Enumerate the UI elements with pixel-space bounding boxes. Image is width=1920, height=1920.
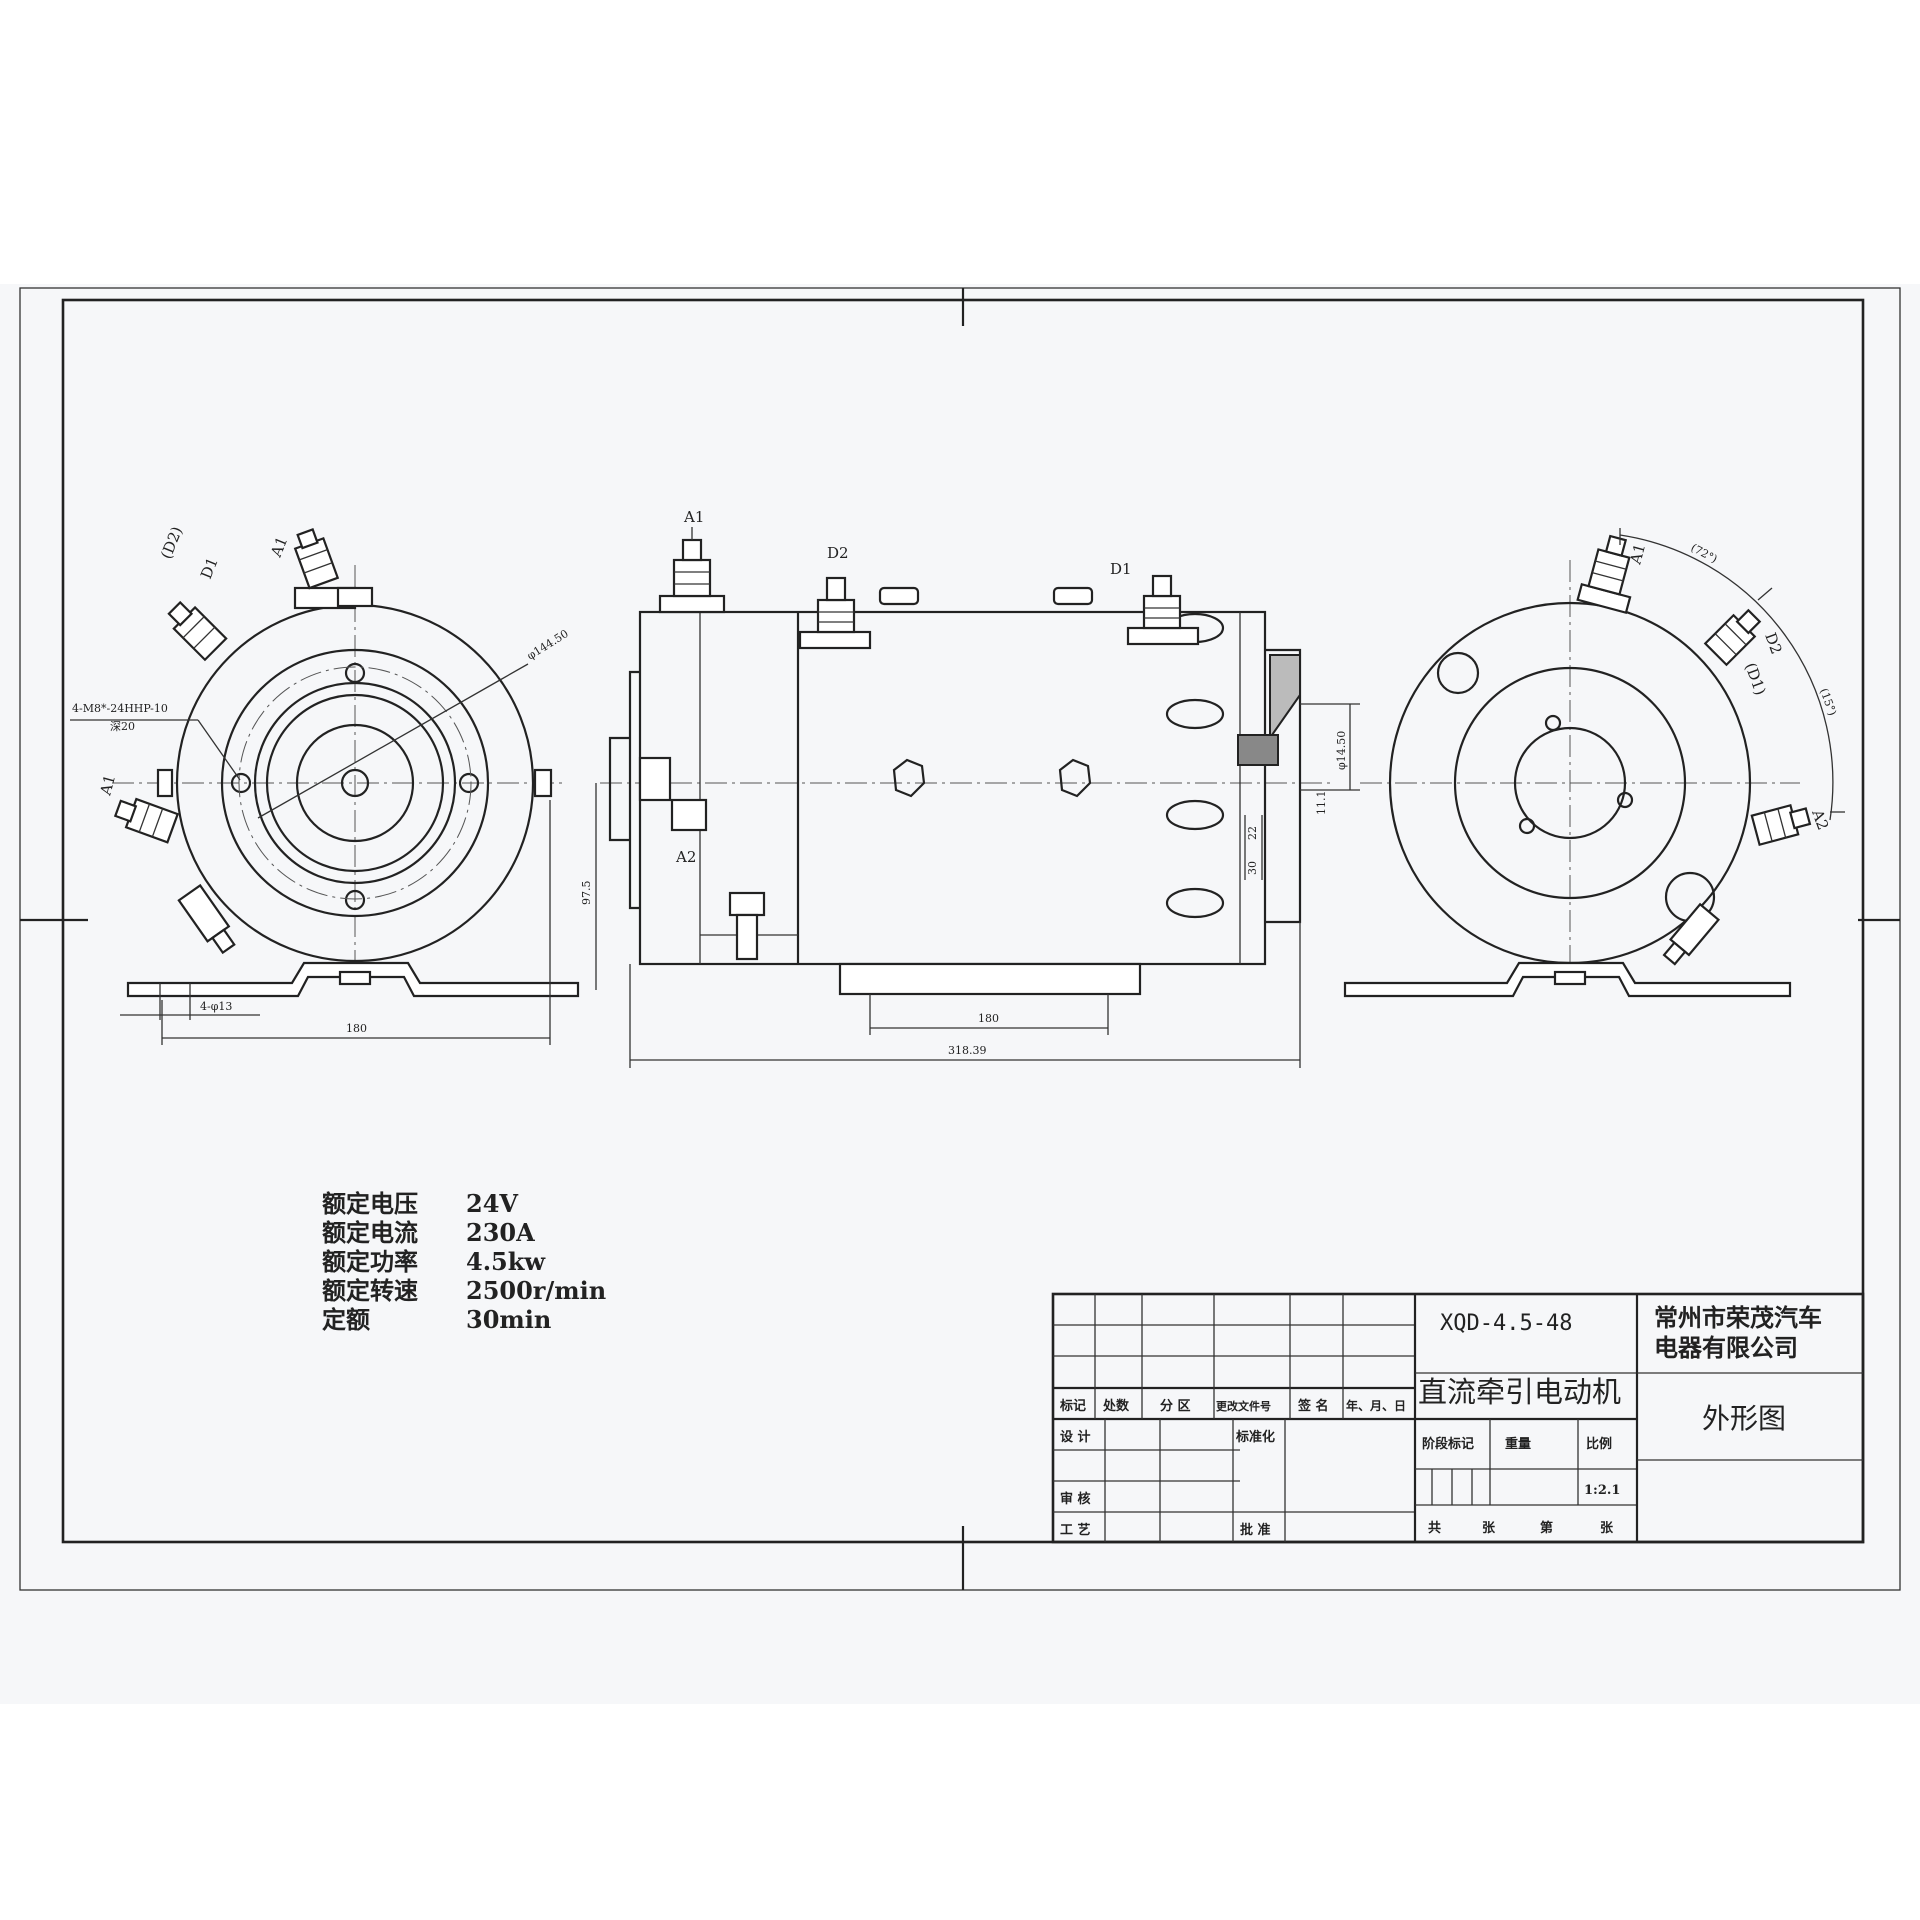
brush-stud <box>177 883 236 955</box>
tb-scale-value: 1:2.1 <box>1584 1483 1620 1498</box>
rear-stud-d2 <box>1703 608 1762 667</box>
tb-row-process: 工 艺 <box>1060 1522 1091 1538</box>
tb-sheets-unit-2: 张 <box>1600 1521 1614 1536</box>
drawing-frame <box>19 287 1901 1591</box>
rear-stud-a2 <box>1750 803 1812 847</box>
tb-product-name: 直流牵引电动机 <box>1418 1375 1621 1409</box>
tb-scale-label: 比例 <box>1586 1436 1612 1452</box>
tb-header-mark: 标记 <box>1059 1398 1086 1414</box>
tb-drawing-type: 外形图 <box>1702 1402 1786 1435</box>
spec-value-power: 4.5kw <box>466 1247 546 1276</box>
rear-stud-a1 <box>1576 534 1632 615</box>
side-stud-d2 <box>798 576 872 650</box>
front-end-view: φ144.50 4-M8*-24HHP-10 深20 <box>70 524 580 1045</box>
terminal-stud-a1-left <box>113 797 180 844</box>
terminal-stud-d1 <box>167 600 228 662</box>
side-mounting-base <box>838 962 1142 996</box>
label-d2-side: D2 <box>827 544 849 562</box>
tb-row-standard: 标准化 <box>1235 1429 1275 1445</box>
spec-value-voltage: 24V <box>466 1189 518 1218</box>
bolt-circle-note: 4-M8*-24HHP-10 <box>72 702 168 715</box>
tb-sheets-total-label: 共 <box>1428 1520 1441 1536</box>
spec-label-voltage: 额定电压 <box>322 1189 418 1218</box>
label-a1-side: A1 <box>683 508 704 526</box>
tb-row-review: 审 核 <box>1060 1491 1091 1507</box>
tb-company-line1: 常州市荣茂汽车 <box>1654 1304 1822 1332</box>
side-stud-a2-box <box>638 756 672 802</box>
label-a1-front-left: A1 <box>96 773 119 798</box>
front-mounting-foot <box>126 961 580 998</box>
front-width-dim: 180 <box>346 1022 367 1035</box>
tb-header-count: 处数 <box>1102 1398 1130 1414</box>
tb-header-sign: 签 名 <box>1297 1398 1329 1414</box>
spec-value-duty: 30min <box>466 1305 551 1334</box>
spec-value-speed: 2500r/min <box>466 1276 606 1305</box>
side-view: 180 318.39 97.5 φ14.50 11.1 22 30 A1 D2 … <box>580 508 1360 1068</box>
side-stud-bottom <box>728 891 766 917</box>
tb-company-line2: 电器有限公司 <box>1654 1334 1798 1362</box>
label-a1-rear: A1 <box>1626 542 1649 567</box>
title-block: 标记 处数 分 区 更改文件号 签 名 年、月、日 设 计 标准化 审 核 工 … <box>1051 1292 1865 1544</box>
spec-list: 额定电压 24V 额定电流 230A 额定功率 4.5kw 额定转速 2500r… <box>322 1189 606 1334</box>
spec-label-current: 额定电流 <box>322 1218 418 1247</box>
label-a2-side: A2 <box>675 848 696 866</box>
tb-weight-label: 重量 <box>1505 1436 1531 1452</box>
spec-label-speed: 额定转速 <box>322 1276 418 1305</box>
base-length-dim: 180 <box>978 1012 999 1025</box>
tb-model-number: XQD-4.5-48 <box>1440 1311 1572 1336</box>
spec-value-current: 230A <box>466 1218 535 1247</box>
tb-stage-label: 阶段标记 <box>1422 1436 1474 1452</box>
overall-length-dim: 318.39 <box>948 1044 987 1057</box>
tb-sheet-number-label: 第 <box>1540 1520 1553 1536</box>
shaft-dim-b: 22 <box>1246 826 1259 840</box>
shaft-diameter-dim: φ14.50 <box>1335 731 1348 770</box>
label-d1-side: D1 <box>1110 560 1132 578</box>
tb-header-date: 年、月、日 <box>1346 1398 1406 1413</box>
side-stud-a1 <box>658 527 726 614</box>
shaft-dim-a: 11.1 <box>1315 791 1328 816</box>
spec-label-power: 额定功率 <box>322 1247 418 1276</box>
rear-mounting-foot <box>1343 961 1792 998</box>
rear-brush-stud <box>1662 902 1721 966</box>
center-height-dim: 97.5 <box>580 881 593 906</box>
side-cap-right <box>1052 586 1094 606</box>
spec-label-duty: 定额 <box>322 1305 370 1334</box>
tb-header-zone: 分 区 <box>1160 1398 1191 1414</box>
shaft-dim-c: 30 <box>1246 861 1259 875</box>
tb-sheets-unit-1: 张 <box>1482 1521 1496 1536</box>
depth-note: 深20 <box>110 720 135 733</box>
tb-header-change-doc: 更改文件号 <box>1216 1399 1271 1413</box>
hole-note: 4-φ13 <box>200 1000 232 1013</box>
tb-row-approve: 批 准 <box>1240 1522 1271 1538</box>
tb-row-design: 设 计 <box>1060 1429 1091 1445</box>
side-cap-left <box>878 586 920 606</box>
side-stud-d1 <box>1126 574 1200 646</box>
